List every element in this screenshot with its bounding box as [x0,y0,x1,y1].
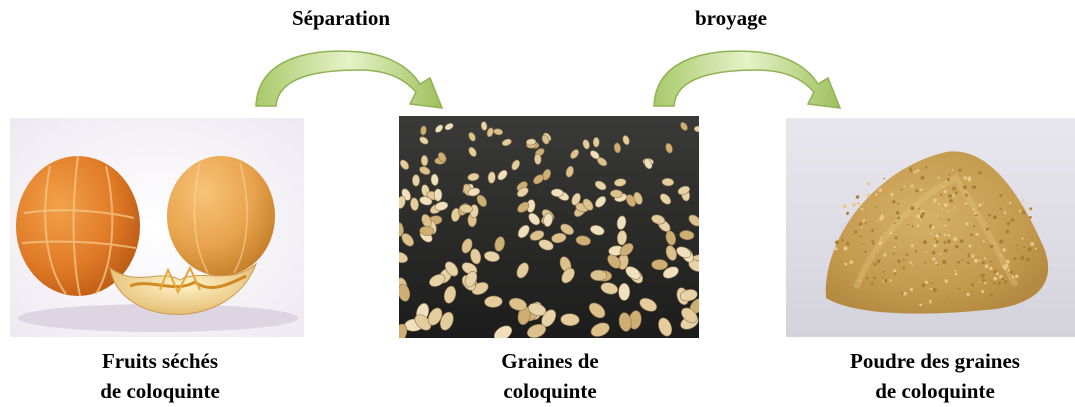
powder-photo [786,118,1075,337]
caption-line: de coloquinte [100,379,220,403]
caption-seeds: Graines de coloquinte [450,346,650,406]
step-label-separation: Séparation [292,6,391,30]
curved-arrow-icon [255,50,444,109]
caption-line: de coloquinte [875,379,995,403]
step-label-broyage: broyage [695,6,767,30]
caption-line: coloquinte [503,379,597,403]
dried-fruits-photo [10,118,304,337]
caption-line: Poudre des graines [850,349,1020,373]
seeds-photo [399,116,699,338]
caption-powder: Poudre des graines de coloquinte [815,346,1055,406]
caption-line: Graines de [501,349,599,373]
caption-dried-fruits: Fruits séchés de coloquinte [60,346,260,406]
caption-line: Fruits séchés [101,349,219,373]
curved-arrow-icon [653,50,842,109]
